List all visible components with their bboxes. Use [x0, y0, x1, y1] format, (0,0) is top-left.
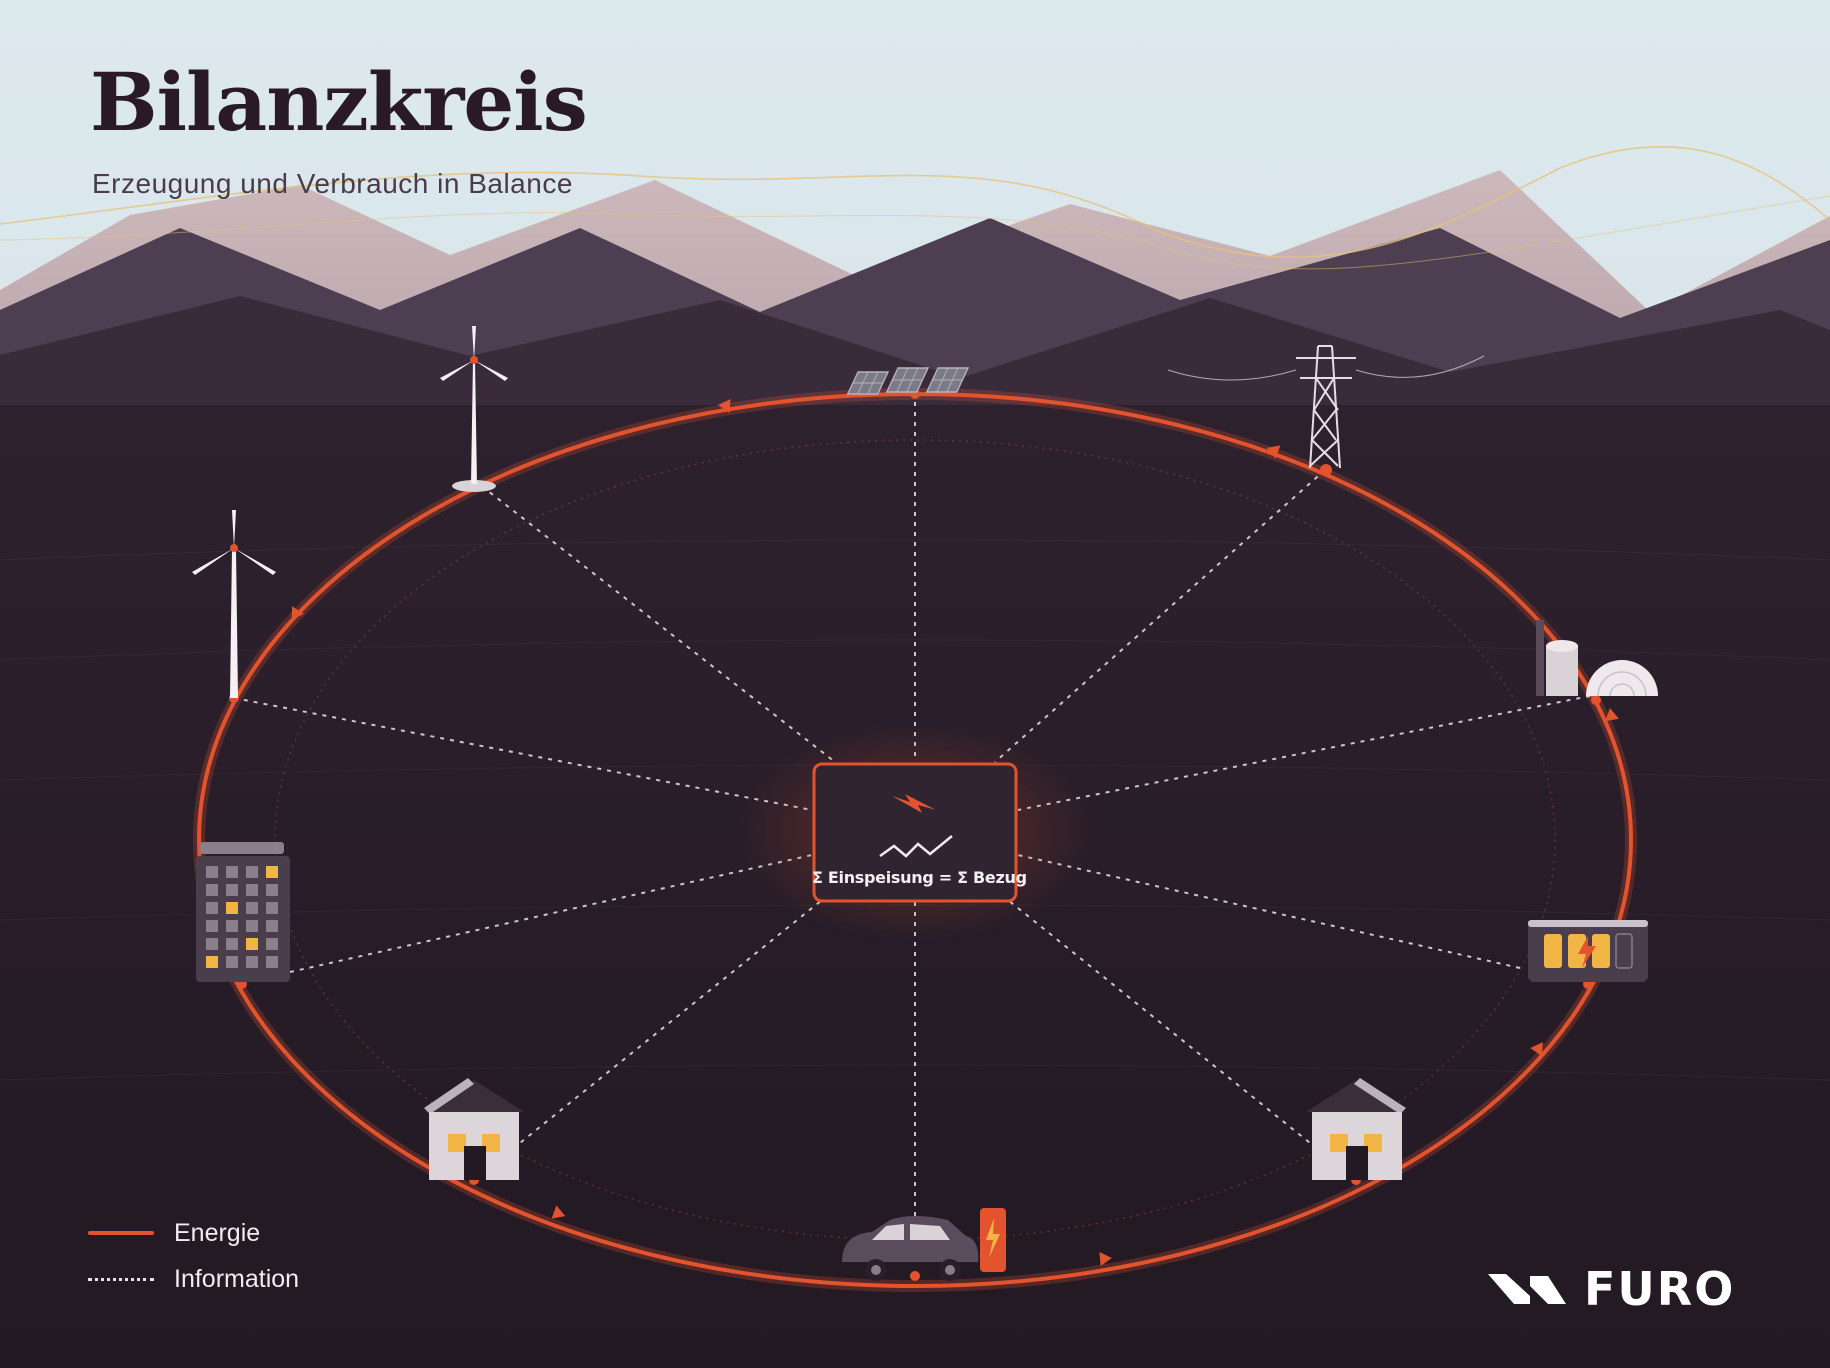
flow-arrow: [1266, 445, 1281, 459]
page-title: Bilanzkreis: [90, 55, 588, 149]
information-line-swatch: [88, 1277, 154, 1281]
brand-logo: FURO: [1488, 1262, 1735, 1316]
ring-anchor: [1320, 464, 1332, 476]
ev-charging-node: [842, 1208, 1006, 1281]
zigzag-icon: [879, 835, 953, 858]
solar-panels-node: [846, 367, 970, 395]
mountains-near: [0, 296, 1830, 420]
central-balance-box: [812, 762, 1018, 903]
decorative-wave: [0, 146, 1830, 259]
power-pylon-node: [1167, 345, 1485, 469]
office-building-node: [196, 842, 290, 982]
flow-arrow: [551, 1205, 566, 1219]
ground-line: [0, 539, 1830, 561]
flow-arrow: [291, 606, 304, 621]
flow-arrow: [1605, 708, 1619, 722]
energy-line-swatch: [88, 1231, 154, 1235]
ring-anchor: [1591, 695, 1601, 705]
info-line-wind-left: [233, 697, 813, 811]
central-balance-label: Σ Einspeisung = Σ Bezug: [812, 868, 1027, 887]
battery-storage-node: [1528, 920, 1648, 982]
power-plant-node: [1536, 620, 1658, 697]
flow-arrow: [718, 399, 731, 413]
decorative-wave: [0, 195, 1830, 270]
info-line-house-right: [1007, 899, 1357, 1181]
page-subtitle: Erzeugung und Verbrauch in Balance: [92, 168, 573, 199]
logo-wordmark: FURO: [1584, 1262, 1736, 1316]
lightning-icon: [892, 794, 936, 813]
wind-turbine-left-node: [192, 510, 276, 698]
wind-turbine-top-node: [440, 326, 508, 492]
legend: Energie Information: [88, 1210, 299, 1302]
info-line-wind-top: [473, 479, 836, 763]
house-right-node: [1306, 1078, 1406, 1180]
house-left-node: [424, 1078, 524, 1180]
legend-label-information: Information: [174, 1264, 300, 1293]
info-line-plant: [1017, 695, 1591, 811]
legend-item-information: Information: [88, 1256, 299, 1302]
information-lines: [233, 392, 1591, 1236]
info-line-house-left: [473, 899, 823, 1181]
flow-arrow: [1099, 1252, 1112, 1266]
info-line-pylon: [994, 469, 1326, 763]
flow-arrow: [1530, 1042, 1543, 1057]
ring-anchor: [910, 1271, 920, 1281]
furo-logo-icon: [1488, 1274, 1566, 1304]
legend-label-energy: Energie: [174, 1218, 261, 1247]
legend-item-energy: Energie: [88, 1210, 299, 1256]
